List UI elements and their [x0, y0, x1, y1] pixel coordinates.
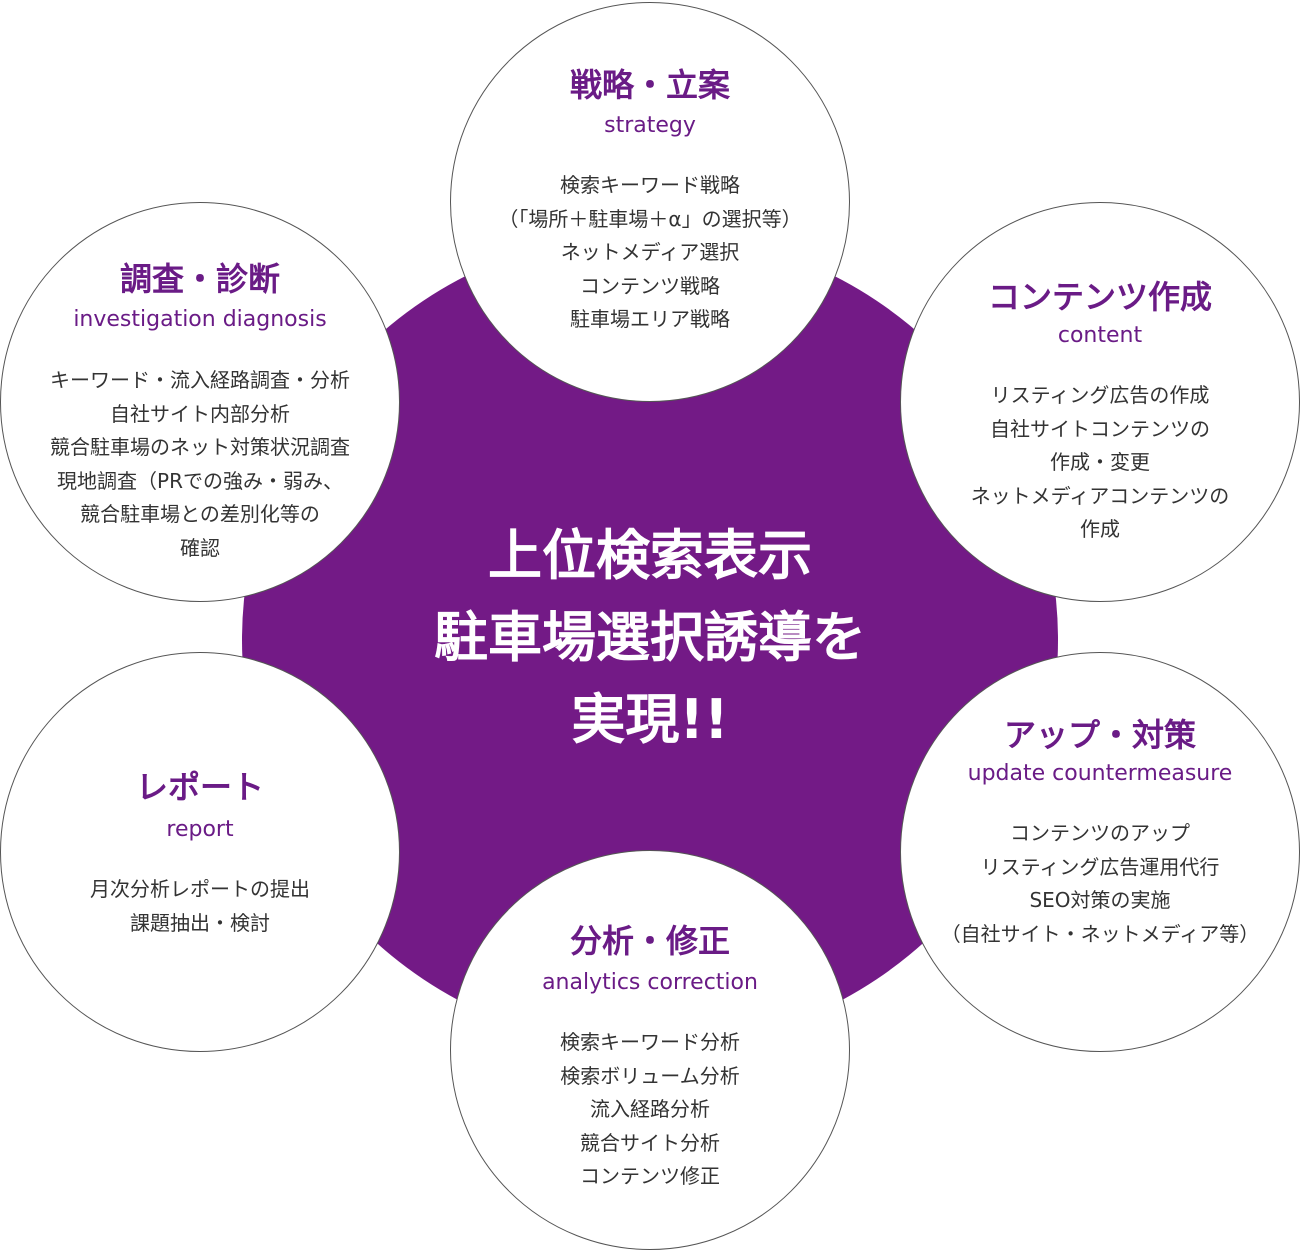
node-strategy-items: 検索キーワード戦略 （「場所＋駐車場＋α」の選択等） ネットメディア選択 コンテ… [451, 169, 849, 337]
node-analytics-items: 検索キーワード分析 検索ボリューム分析 流入経路分析 競合サイト分析 コンテンツ… [451, 1026, 849, 1194]
node-strategy-item: 検索キーワード戦略 [560, 173, 740, 197]
node-investigation-subtitle: investigation diagnosis [73, 307, 327, 332]
node-strategy: 戦略・立案 strategy 検索キーワード戦略 （「場所＋駐車場＋α」の選択等… [450, 2, 850, 402]
node-content-item: リスティング広告の作成 [990, 383, 1210, 407]
central-message: 上位検索表示 駐車場選択誘導を 実現!! [300, 515, 1000, 761]
node-investigation-item: 競合駐車場のネット対策状況調査 [50, 435, 350, 459]
node-report-items: 月次分析レポートの提出 課題抽出・検討 [1, 873, 399, 940]
node-strategy-item: 駐車場エリア戦略 [570, 307, 730, 331]
node-analytics-subtitle: analytics correction [542, 970, 758, 995]
node-investigation-item: 現地調査（PRでの強み・弱み、 [57, 468, 343, 493]
node-analytics-item: 競合サイト分析 [580, 1130, 720, 1155]
node-report-title: レポート [135, 768, 264, 806]
node-update-item: SEO対策の実施 [1029, 888, 1171, 912]
node-content-item: 作成・変更 [1050, 450, 1150, 474]
node-update-item: コンテンツのアップ [1010, 821, 1190, 845]
node-update-subtitle: update countermeasure [967, 761, 1233, 786]
node-update-items: コンテンツのアップ リスティング広告運用代行 SEO対策の実施 （自社サイト・ネ… [901, 817, 1299, 951]
node-analytics-item: 検索キーワード分析 [560, 1030, 740, 1054]
node-content-title: コンテンツ作成 [987, 278, 1212, 316]
node-update: アップ・対策 update countermeasure コンテンツのアップ リ… [900, 652, 1300, 1052]
central-message-line-1: 上位検索表示 [488, 524, 812, 587]
node-investigation-items: キーワード・流入経路調査・分析 自社サイト内部分析 競合駐車場のネット対策状況調… [1, 364, 399, 565]
node-strategy-title: 戦略・立案 [569, 66, 730, 104]
node-analytics-item: 検索ボリューム分析 [560, 1063, 740, 1088]
node-content-item: 作成 [1080, 517, 1120, 541]
node-analytics-item: コンテンツ修正 [580, 1164, 720, 1188]
node-update-item: （自社サイト・ネットメディア等） [940, 921, 1260, 946]
node-investigation: 調査・診断 investigation diagnosis キーワード・流入経路… [0, 202, 400, 602]
node-content-item: ネットメディアコンテンツの [970, 483, 1230, 508]
node-investigation-item: 自社サイト内部分析 [110, 401, 290, 426]
central-message-line-2: 駐車場選択誘導を [434, 606, 866, 669]
node-strategy-item: ネットメディア選択 [560, 240, 740, 264]
node-investigation-item: キーワード・流入経路調査・分析 [50, 368, 350, 392]
node-analytics-title: 分析・修正 [569, 922, 730, 960]
node-report-subtitle: report [166, 817, 234, 842]
central-message-line-3: 実現!! [571, 688, 729, 751]
node-content-item: 自社サイトコンテンツの [990, 416, 1210, 441]
node-update-item: リスティング広告運用代行 [980, 854, 1220, 879]
node-strategy-subtitle: strategy [604, 113, 696, 138]
node-report-item: 月次分析レポートの提出 [90, 877, 310, 901]
node-strategy-item: コンテンツ戦略 [580, 273, 720, 298]
node-analytics: 分析・修正 analytics correction 検索キーワード分析 検索ボ… [450, 850, 850, 1250]
node-content-subtitle: content [1057, 323, 1143, 348]
node-report: レポート report 月次分析レポートの提出 課題抽出・検討 [0, 652, 400, 1052]
node-report-item: 課題抽出・検討 [130, 910, 270, 935]
node-investigation-item: 確認 [180, 535, 220, 560]
node-update-title: アップ・対策 [1003, 716, 1196, 754]
node-investigation-title: 調査・診断 [119, 260, 280, 298]
node-analytics-item: 流入経路分析 [590, 1097, 710, 1121]
node-content: コンテンツ作成 content リスティング広告の作成 自社サイトコンテンツの … [900, 202, 1300, 602]
node-content-items: リスティング広告の作成 自社サイトコンテンツの 作成・変更 ネットメディアコンテ… [901, 379, 1299, 547]
node-investigation-item: 競合駐車場との差別化等の [80, 502, 320, 526]
node-strategy-item: （「場所＋駐車場＋α」の選択等） [498, 206, 802, 231]
